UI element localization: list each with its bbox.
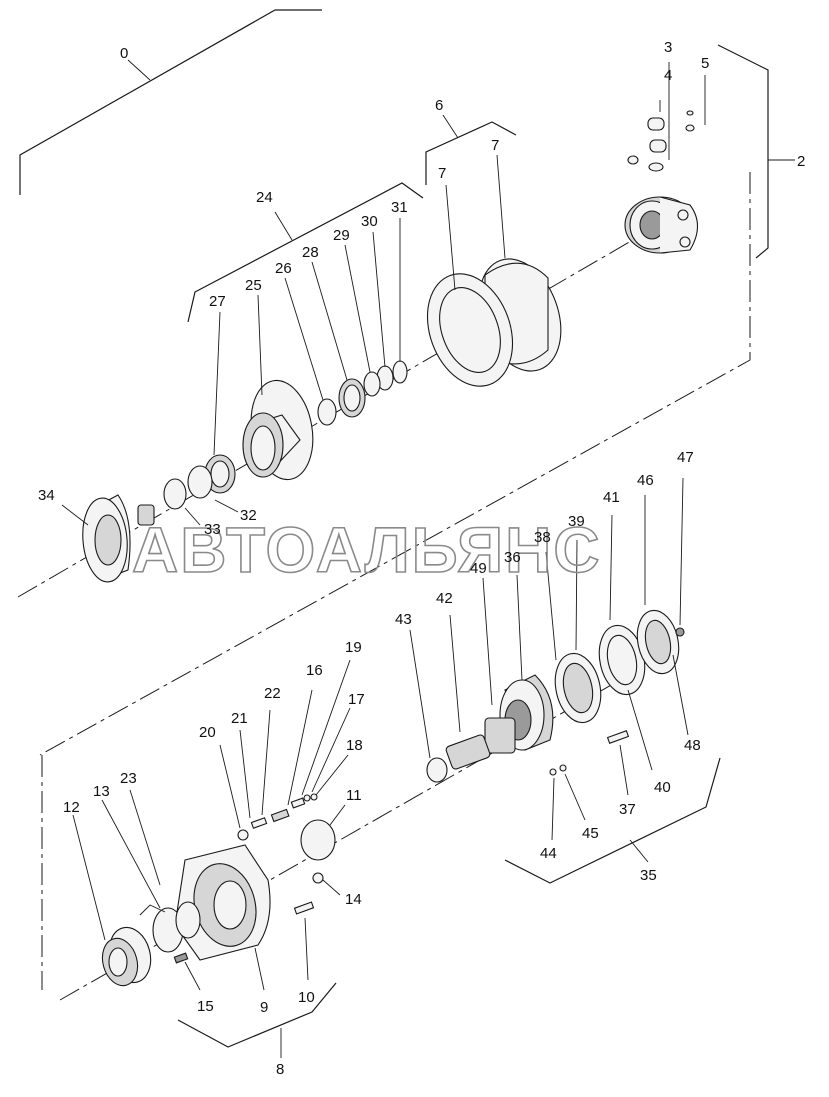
- bracket-6: [425, 121, 517, 185]
- label-17: 17: [348, 691, 365, 708]
- label-26: 26: [275, 260, 292, 277]
- label-37: 37: [619, 801, 636, 818]
- bolt-10-14: [293, 872, 341, 981]
- label-11: 11: [346, 787, 362, 804]
- label-5: 5: [701, 55, 709, 72]
- label-4: 4: [664, 67, 672, 84]
- label-18: 18: [346, 737, 363, 754]
- label-32: 32: [240, 507, 257, 524]
- label-0: 0: [120, 45, 128, 62]
- hub-25: [242, 294, 314, 481]
- label-21: 21: [231, 710, 248, 727]
- label-14: 14: [345, 891, 362, 908]
- valve-block: [624, 196, 699, 254]
- label-40: 40: [654, 779, 671, 796]
- seals-28-31: [284, 218, 408, 426]
- oring-11: [300, 804, 346, 861]
- bracket-2: [717, 44, 769, 259]
- label-47: 47: [677, 449, 694, 466]
- label-49: 49: [470, 560, 487, 577]
- label-48: 48: [684, 737, 701, 754]
- label-29: 29: [333, 227, 350, 244]
- gear-12-13-15: [72, 789, 201, 991]
- label-28: 28: [302, 244, 319, 261]
- label-44: 44: [540, 845, 557, 862]
- label-24: 24: [256, 189, 273, 206]
- flange-shaft-34: [61, 494, 155, 583]
- label-27: 27: [209, 293, 226, 310]
- label-23: 23: [120, 770, 137, 787]
- label-45: 45: [582, 825, 599, 842]
- label-43: 43: [395, 611, 412, 628]
- label-19: 19: [345, 639, 362, 656]
- plugs-3-4: [627, 62, 670, 172]
- label-15: 15: [197, 998, 214, 1015]
- label-2: 2: [797, 153, 805, 170]
- bracket-0: [19, 9, 322, 195]
- label-25: 25: [245, 277, 262, 294]
- label-42: 42: [436, 590, 453, 607]
- label-8: 8: [276, 1061, 284, 1078]
- label-12: 12: [63, 799, 80, 816]
- label-3: 3: [664, 39, 672, 56]
- label-9: 9: [260, 999, 268, 1016]
- label-34: 34: [38, 487, 55, 504]
- label-36: 36: [504, 549, 521, 566]
- label-10: 10: [298, 989, 315, 1006]
- label-13: 13: [93, 783, 110, 800]
- label-22: 22: [264, 685, 281, 702]
- label-16: 16: [306, 662, 323, 679]
- label-6: 6: [435, 97, 443, 114]
- watermark-text: АВТОАЛЬЯНС: [132, 514, 602, 586]
- bearing-27-32-33: [163, 311, 239, 526]
- housing-9: [174, 844, 271, 991]
- bracket-24: [187, 182, 424, 323]
- label-7b: 7: [491, 137, 499, 154]
- label-7a: 7: [438, 165, 446, 182]
- label-33: 33: [204, 521, 221, 538]
- bracket-35: [504, 757, 721, 884]
- label-20: 20: [199, 724, 216, 741]
- valve-parts-16-22: [219, 659, 351, 841]
- label-30: 30: [361, 213, 378, 230]
- label-39: 39: [568, 513, 585, 530]
- piston-cover-36-49: [482, 574, 554, 754]
- shaft-42-43: [409, 614, 491, 783]
- label-38: 38: [534, 529, 551, 546]
- bolts-37-44-45: [549, 654, 689, 841]
- label-31: 31: [391, 199, 408, 216]
- label-35: 35: [640, 867, 657, 884]
- rim-plates-7: [426, 154, 562, 387]
- axis-bracket-right: [39, 172, 751, 756]
- plates-38-41: [545, 477, 685, 724]
- label-41: 41: [603, 489, 620, 506]
- label-46: 46: [637, 472, 654, 489]
- bracket-8: [177, 982, 337, 1048]
- screws-5: [685, 75, 706, 132]
